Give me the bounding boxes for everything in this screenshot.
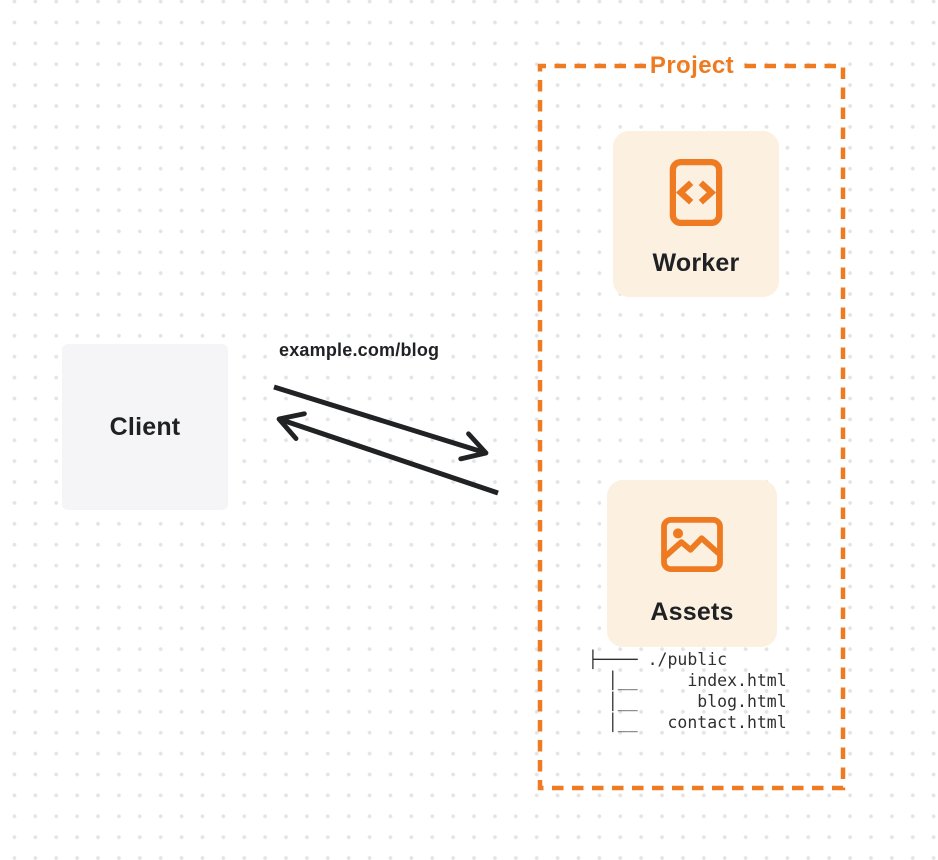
image-icon <box>661 517 723 572</box>
request-arrow <box>273 384 489 462</box>
request-url-label: example.com/blog <box>279 340 440 360</box>
assets-file-tree: ├──── ./public │__ index.html │__ blog.h… <box>588 650 787 732</box>
assets-node-label: Assets <box>650 598 734 626</box>
assets-node: Assets <box>607 480 777 647</box>
worker-node: Worker <box>613 131 779 297</box>
client-node-label: Client <box>109 412 181 441</box>
client-node: Client <box>62 344 228 510</box>
response-arrow <box>276 411 499 496</box>
code-document-icon <box>669 158 723 227</box>
worker-node-label: Worker <box>652 249 740 277</box>
project-box-label: Project <box>649 52 735 79</box>
